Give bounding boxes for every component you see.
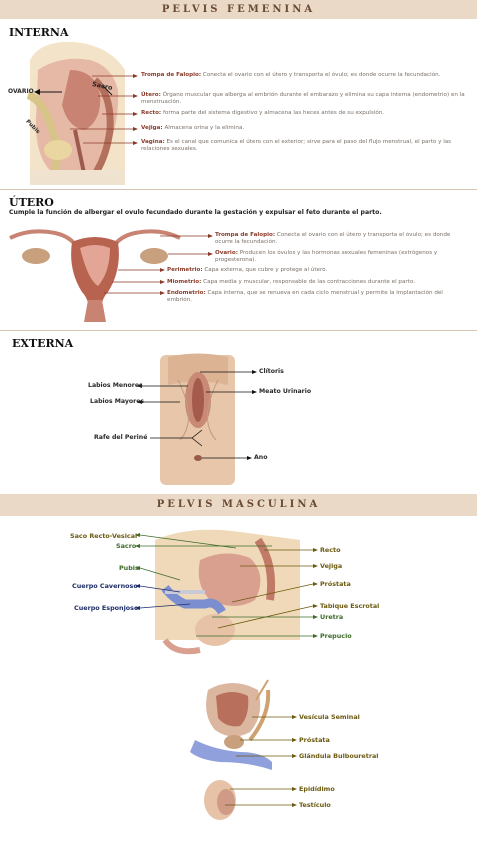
male-label-uretra: Uretra (320, 613, 344, 621)
utero-def-perimetrio: Perimetrio: Capa externa, que cubre y pr… (167, 267, 328, 273)
male-pelvis-banner: PELVIS MASCULINA (0, 494, 477, 516)
externa-label-clitoris: Clítoris (259, 368, 284, 375)
male1-arrows (135, 533, 318, 638)
utero-def-trompa: Trompa de Falopio: Conecta el ovario con… (215, 232, 451, 245)
male2-label-bulbouretral: Glándula Bulbouretral (299, 752, 379, 760)
male-reproductive-illustration (190, 679, 272, 820)
male-label-sacro: Sacro (116, 542, 137, 550)
male-label-tabique: Tabique Escrotal (320, 602, 380, 610)
female-sagittal-illustration (26, 41, 125, 186)
female-pelvis-banner: PELVIS FEMENINA (0, 0, 477, 19)
externa-label-ano: Ano (254, 454, 268, 461)
utero-def-ovario: Ovario: Producen los óvulos y las hormon… (215, 250, 438, 263)
male2-label-epididimo: Epidídimo (299, 785, 335, 793)
female-pelvis-title: PELVIS FEMENINA (161, 4, 316, 15)
interna-heading: INTERNA (9, 26, 69, 39)
male-label-cuerpo-cavernoso: Cuerpo Cavernoso (72, 582, 138, 590)
uterus-illustration (9, 229, 181, 322)
ovario-image-label: OVARIO (8, 88, 34, 95)
utero-def-endometrio: Endometrio: Capa interna, que se renueva… (167, 290, 443, 303)
interna-def-recto: Recto: forma parte del sistema digestivo… (141, 110, 385, 116)
externa-label-meato: Meato Urinario (259, 388, 312, 395)
male-label-prostata: Próstata (320, 580, 351, 588)
male2-arrows (225, 715, 297, 807)
male2-label-testiculo: Testículo (299, 801, 331, 809)
male-label-saco: Saco Recto-Vesical (70, 532, 138, 540)
male-label-cuerpo-esponjoso: Cuerpo Esponjoso (74, 604, 139, 612)
interna-def-vejiga: Vejiga: Almacena orina y la elimina. (141, 125, 245, 131)
male-label-vejiga: Vejiga (320, 562, 343, 570)
interna-def-utero: Útero: Órgano muscular que alberga al em… (141, 92, 465, 105)
male2-label-prostata: Próstata (299, 736, 330, 744)
utero-arrows (104, 234, 213, 295)
externa-heading: EXTERNA (12, 337, 74, 350)
male-label-pubis: Pubis (119, 564, 139, 572)
interna-def-trompa: Trompa de Falopio: Conecta el ovario con… (141, 72, 441, 78)
male-label-recto: Recto (320, 546, 341, 554)
utero-heading: ÚTERO (9, 196, 54, 209)
male-pelvis-title: PELVIS MASCULINA (156, 499, 321, 510)
external-arrows (137, 370, 257, 460)
divider-2 (0, 330, 477, 331)
interna-arrows (70, 74, 138, 145)
interna-def-vagina: Vagina: Es el canal que comunica el úter… (141, 139, 452, 152)
utero-intro: Cumple la función de albergar el ovulo f… (9, 209, 382, 216)
male-sagittal-illustration (155, 529, 300, 655)
divider-1 (0, 189, 477, 190)
male2-label-vesicula: Vesícula Seminal (299, 713, 360, 721)
male-label-prepucio: Prepucio (320, 632, 352, 640)
utero-def-miometrio: Miometrio: Capa media y muscular, respon… (167, 279, 415, 285)
externa-label-rafe: Rafe del Periné (94, 434, 148, 441)
externa-label-labios-menores: Labios Menores (88, 382, 143, 389)
externa-label-labios-mayores: Labios Mayores (90, 398, 145, 405)
external-genitalia-illustration (160, 353, 235, 485)
